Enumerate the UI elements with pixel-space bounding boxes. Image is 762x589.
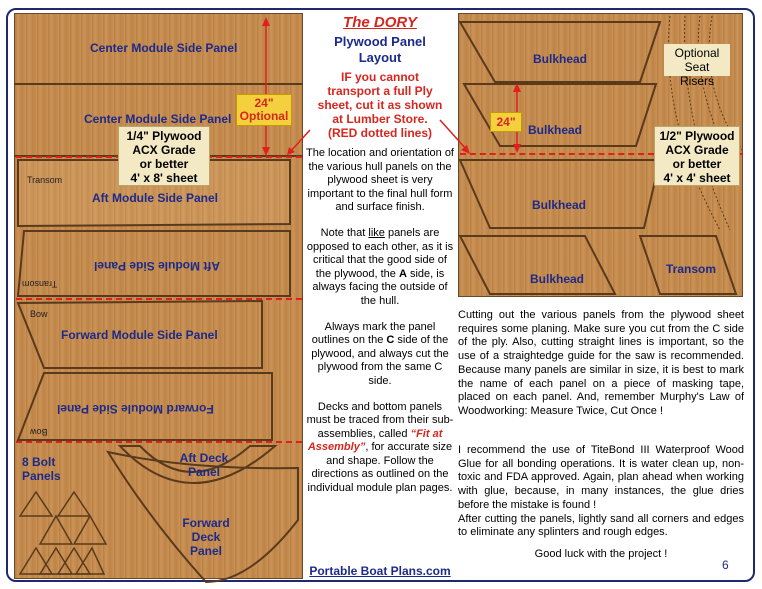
transport-warning: IF you cannot transport a full Ply sheet… — [306, 70, 454, 140]
paragraph-glue: I recommend the use of TiteBond III Wate… — [458, 444, 744, 511]
risers-line-2: Seat Risers — [679, 60, 714, 88]
warning-line-4: at Lumber Store. — [332, 112, 428, 126]
right-cut-line — [460, 153, 743, 155]
glue-instructions: I recommend the use of TiteBond III Wate… — [458, 444, 744, 540]
warning-line-2: transport a full Ply — [327, 84, 433, 98]
rply-note-line-2: ACX Grade — [665, 143, 729, 157]
bulkhead-label-2: Bulkhead — [528, 123, 583, 137]
ply-note-line-1: 1/4" Plywood — [126, 129, 202, 143]
forward-deck-panel-label: Forward Deck Panel — [182, 516, 230, 558]
quarter-inch-plywood-note: 1/4" Plywood ACX Grade or better 4' x 8'… — [118, 126, 210, 186]
ply-note-line-4: 4' x 8' sheet — [130, 171, 198, 185]
website-link[interactable]: Portable Boat Plans.com — [309, 564, 451, 578]
left-cut-line-2 — [16, 298, 302, 300]
page-frame — [6, 8, 755, 582]
bulkhead-label-1: Bulkhead — [533, 52, 588, 66]
aft-side-panel-label-1: Aft Module Side Panel — [92, 191, 219, 205]
paragraph-like-panels: Note that like panels are opposed to eac… — [306, 226, 454, 307]
paragraph-fit-at-assembly: Decks and bottom panels must be traced f… — [306, 400, 454, 495]
seat-risers-note: Optional Seat Risers — [664, 44, 730, 88]
transom-label-1: Transom — [27, 175, 63, 185]
center-column: The DORY Plywood Panel Layout IF you can… — [306, 14, 454, 508]
warning-line-1: IF you cannot — [341, 70, 419, 84]
bolt-panels-label: 8 Bolt Panels — [22, 455, 61, 483]
rply-note-line-1: 1/2" Plywood — [659, 129, 735, 143]
left-dimension-label: 24" Optional — [236, 94, 292, 126]
warning-line-5: (RED dotted lines) — [328, 126, 432, 140]
warning-line-3: sheet, cut it as shown — [317, 98, 443, 112]
ply-note-line-2: ACX Grade — [132, 143, 196, 157]
transom-panel-label: Transom — [666, 262, 717, 276]
right-dimension-label: 24" — [490, 112, 522, 132]
paragraph-orientation: The location and orientation of the vari… — [306, 147, 454, 214]
paragraph-mark-outlines: Always mark the panel outlines on the C … — [311, 320, 449, 387]
cutting-instructions: Cutting out the various panels from the … — [458, 309, 744, 419]
page-subtitle: Plywood Panel Layout — [306, 34, 454, 66]
left-cut-line-3 — [16, 441, 302, 443]
center-side-panel-label-2: Center Module Side Panel — [84, 112, 232, 126]
page-title: The DORY — [343, 14, 417, 31]
center-side-panel-label-1: Center Module Side Panel — [90, 41, 238, 55]
forward-side-panel-label-1: Forward Module Side Panel — [61, 328, 218, 342]
subtitle-line-2: Layout — [358, 50, 402, 65]
page-number: 6 — [722, 558, 729, 572]
rply-note-line-3: or better — [672, 157, 722, 171]
risers-line-1: Optional — [674, 46, 720, 60]
half-inch-plywood-note: 1/2" Plywood ACX Grade or better 4' x 4'… — [654, 126, 740, 186]
paragraph-cutting: Cutting out the various panels from the … — [458, 309, 744, 417]
ply-note-line-3: or better — [139, 157, 189, 171]
paragraph-sanding: After cutting the panels, lightly sand a… — [458, 512, 744, 539]
bow-label-1: Bow — [30, 309, 48, 319]
good-luck-text: Good luck with the project ! — [534, 548, 668, 560]
subtitle-line-1: Plywood Panel — [334, 34, 426, 49]
closing-line: Good luck with the project ! — [458, 548, 744, 562]
aft-deck-panel-label: Aft Deck Panel — [179, 451, 229, 479]
bulkhead-label-3: Bulkhead — [532, 198, 587, 212]
bulkhead-label-4: Bulkhead — [530, 272, 585, 286]
center-body: The location and orientation of the vari… — [306, 147, 454, 496]
rply-note-line-4: 4' x 4' sheet — [663, 171, 731, 185]
